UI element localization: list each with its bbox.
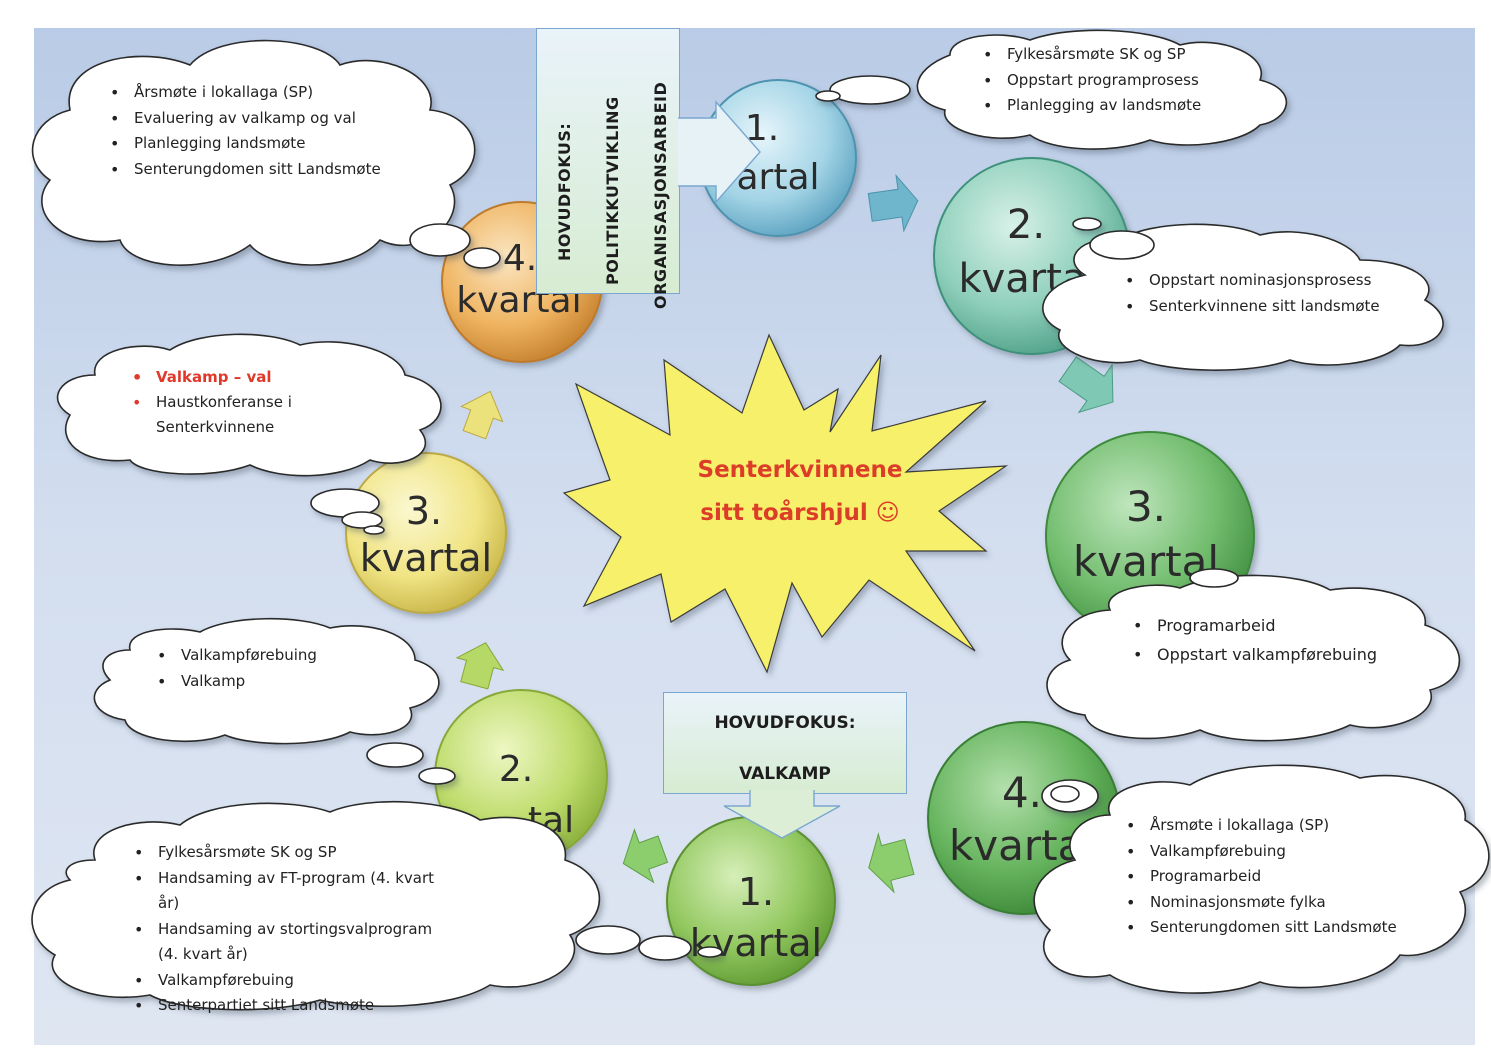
list-item: Programarbeid (1133, 611, 1435, 640)
arrow-q1-to-q2 (867, 173, 919, 233)
arrow-q2-to-q3 (1058, 356, 1114, 414)
list-item: Valkamp – val (132, 365, 334, 390)
q3-number-right: 3. (1126, 482, 1166, 531)
list-item: Oppstart nominasjonsprosess (1125, 268, 1427, 294)
list-item: Valkampførebuing (157, 643, 379, 669)
list-item: Årsmøte i lokallaga (SP) (1126, 813, 1428, 839)
list-item: Nominasjonsmøte fylka (1126, 890, 1428, 916)
cloud-text-mid-left: Valkamp – val Haustkonferanse i Senterkv… (132, 365, 334, 440)
q3-number-left: 3. (406, 489, 442, 533)
focus-top-line3: ORGANISASJONSARBEID (651, 81, 670, 309)
focus-bottom-heading: HOVUDFOKUS: (714, 713, 856, 733)
cloud-text-bottom-right: Årsmøte i lokallaga (SP) Valkampførebuin… (1126, 813, 1428, 941)
focus-top-arrow (678, 100, 761, 204)
center-title: Senterkvinnene sitt toårshjul ☺ (640, 449, 960, 535)
center-title-line1: Senterkvinnene (697, 457, 903, 483)
list-item: Handsaming av stortingsvalprogram (4. kv… (134, 917, 436, 968)
arrow-q3-to-q4-left (460, 390, 504, 440)
cloud-text-right-q3: Programarbeid Oppstart valkampførebuing (1133, 611, 1435, 669)
circle-year2-q3 (345, 452, 507, 614)
arrow-q2-to-q3-left (455, 642, 505, 690)
arrow-q1-to-q2-left (622, 828, 669, 884)
cloud-text-top-left: Årsmøte i lokallaga (SP) Evaluering av v… (110, 80, 432, 183)
arrow-q4-to-q1 (868, 832, 915, 894)
cloud-text-left-q2: Valkampførebuing Valkamp (157, 643, 379, 695)
list-item: Senterungdomen sitt Landsmøte (1126, 915, 1428, 941)
focus-box-bottom: HOVUDFOKUS: VALKAMP (663, 692, 907, 794)
list-item: Senterpartiet sitt Landsmøte (134, 993, 436, 1019)
focus-bottom-line2: VALKAMP (739, 764, 831, 784)
q1-word-bottom: kvartal (690, 921, 822, 965)
q2-number-left: 2. (499, 749, 533, 790)
list-item: Valkamp (157, 669, 379, 695)
list-item: Oppstart programprosess (983, 68, 1245, 94)
q4-number-left: 4. (503, 238, 537, 279)
cloud-text-top-right: Fylkesårsmøte SK og SP Oppstart programp… (983, 42, 1245, 119)
center-title-line2: sitt toårshjul ☺ (700, 500, 900, 526)
list-item: Valkampførebuing (134, 968, 436, 994)
list-item: Handsaming av FT-program (4. kvart år) (134, 866, 436, 917)
list-item: Planlegging av landsmøte (983, 93, 1245, 119)
center-star (562, 333, 1009, 674)
list-item: Senterungdomen sitt Landsmøte (110, 157, 432, 183)
list-item: Senterkvinnene sitt landsmøte (1125, 294, 1427, 320)
q3-word-left: kvartal (360, 536, 492, 580)
list-item: Evaluering av valkamp og val (110, 106, 432, 132)
list-item: Oppstart valkampførebuing (1133, 640, 1435, 669)
list-item: Valkampførebuing (1126, 839, 1428, 865)
list-item: Fylkesårsmøte SK og SP (983, 42, 1245, 68)
list-item: Planlegging landsmøte (110, 131, 432, 157)
focus-box-top: HOVUDFOKUS: POLITIKKUTVIKLING ORGANISASJ… (536, 28, 680, 309)
list-item: Årsmøte i lokallaga (SP) (110, 80, 432, 106)
q4-number-right: 4. (1002, 768, 1042, 817)
cloud-text-right-q2: Oppstart nominasjonsprosess Senterkvinne… (1125, 268, 1427, 320)
focus-top-line2: POLITIKKUTVIKLING (603, 96, 622, 285)
q1-number-bottom: 1. (738, 870, 774, 914)
list-item: Haustkonferanse i Senterkvinnene (132, 390, 334, 440)
list-item: Programarbeid (1126, 864, 1428, 890)
focus-bottom-arrow (723, 790, 841, 839)
list-item: Fylkesårsmøte SK og SP (134, 840, 436, 866)
focus-top-heading: HOVUDFOKUS: (555, 122, 574, 261)
cloud-text-bottom-left: Fylkesårsmøte SK og SP Handsaming av FT-… (134, 840, 436, 1019)
q2-number-right: 2. (1007, 202, 1045, 248)
